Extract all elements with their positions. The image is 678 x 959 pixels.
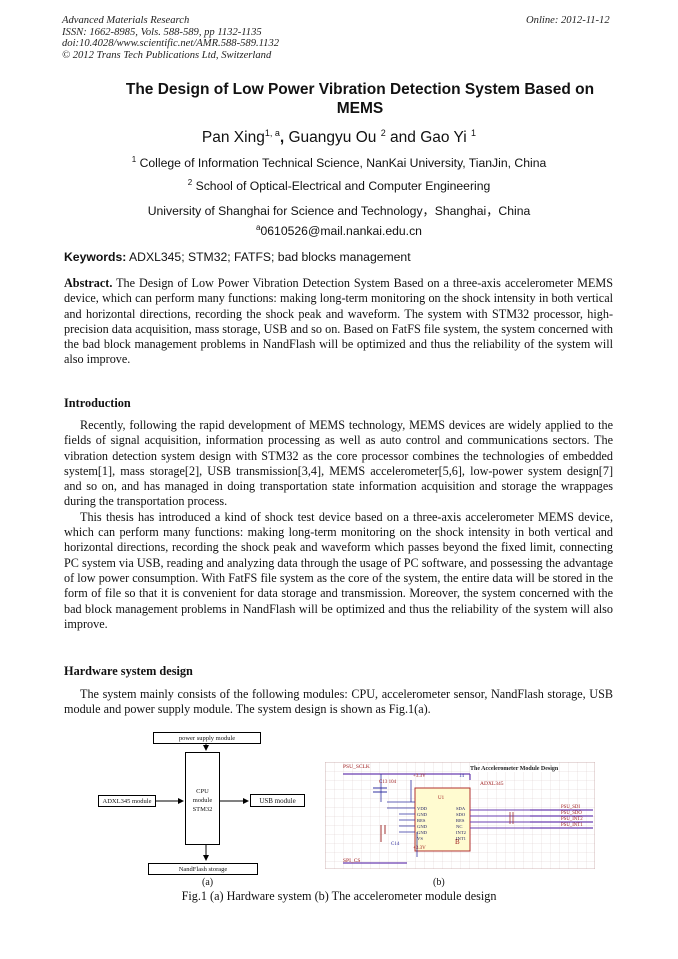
chip-pins-right: SDA SDO RES NC INT2 INT1 <box>456 806 466 841</box>
title-line-2: MEMS <box>336 100 384 117</box>
author-2: Guangyu Ou <box>288 129 377 147</box>
bus-label-bottom: SPI_CS <box>343 858 361 864</box>
cap-c14-label: C14 <box>391 842 400 847</box>
vcc-label-1: +3.3V <box>413 774 426 779</box>
hardware-paragraph-1: The system mainly consists of the follow… <box>64 687 613 717</box>
figure-b-label: (b) <box>433 877 445 888</box>
keywords-text: ADXL345; STM32; FATFS; bad blocks manage… <box>126 250 411 264</box>
intro-paragraph-1: Recently, following the rapid developmen… <box>64 418 613 509</box>
schematic-title: The Accelerometer Module Design <box>470 766 559 772</box>
abstract-text: The Design of Low Power Vibration Detect… <box>64 276 613 367</box>
chip-mark: B <box>455 838 460 846</box>
email: 0610526@mail.nankai.edu.cn <box>260 224 422 239</box>
cpu-box: CPU module STM32 <box>185 752 220 845</box>
hardware-body: The system mainly consists of the follow… <box>64 687 613 718</box>
affiliation-3: University of Shanghai for Science and T… <box>147 204 531 218</box>
figure-caption: Fig.1 (a) Hardware system (b) The accele… <box>181 889 497 903</box>
schematic-drawing <box>325 762 595 869</box>
bus-label-top: PSU_SCLK <box>343 764 370 770</box>
net-labels: PSU_SDI PSU_SDO PSU_INT2 PSU_INT1 <box>561 805 583 828</box>
introduction-body: Recently, following the rapid developmen… <box>64 418 613 632</box>
usb-box: USB module <box>250 794 305 807</box>
keywords-label: Keywords: <box>64 250 127 264</box>
affiliation-2: 2 School of Optical-Electrical and Compu… <box>187 178 491 194</box>
author-2-affil: 2 <box>380 128 386 138</box>
adxl345-box: ADXL345 module <box>98 795 156 807</box>
author-1: Pan Xing <box>201 129 265 147</box>
nandflash-box: NandFlash storage <box>148 863 258 875</box>
figure-a-block-diagram: power supply module CPU module STM32 ADX… <box>90 728 320 888</box>
online-date: Online: 2012-11-12 <box>526 15 610 26</box>
author-3: and Gao Yi <box>390 129 467 147</box>
section-heading-introduction: Introduction <box>64 396 131 410</box>
abstract-label: Abstract. <box>64 276 113 290</box>
affiliation-1: 1 College of Information Technical Scien… <box>131 155 547 171</box>
chip-pins-left: VDD GND RES GND GND VS <box>417 806 427 841</box>
figure-a-label: (a) <box>202 877 214 888</box>
section-heading-hardware: Hardware system design <box>64 664 193 678</box>
doi-line: doi:10.4028/www.scientific.net/AMR.588-5… <box>62 38 280 50</box>
intro-paragraph-2: This thesis has introduced a kind of sho… <box>64 509 613 631</box>
chip-ref: U1 <box>438 796 445 801</box>
author-line: Pan Xing1, a, Guangyu Ou 2 and Gao Yi 1 <box>201 128 477 147</box>
author-1-affil: 1, a <box>264 128 280 138</box>
running-header: Advanced Materials Research ISSN: 1662-8… <box>62 15 279 61</box>
author-3-affil: 1 <box>471 128 477 138</box>
pin-number: 14 <box>459 774 464 779</box>
chip-name: ADXL345 <box>480 781 504 787</box>
vcc-label-2: +3.3V <box>413 846 426 851</box>
email-line: a0610526@mail.nankai.edu.cn <box>256 223 422 239</box>
paper-title: The Design of Low Power Vibration Detect… <box>90 80 630 118</box>
cap-c13-label: C13 104 <box>379 780 397 785</box>
journal-name: Advanced Materials Research <box>62 15 190 26</box>
abstract: Abstract. The Design of Low Power Vibrat… <box>64 276 613 368</box>
diagram-connectors <box>156 744 249 861</box>
copyright-line: © 2012 Trans Tech Publications Ltd, Swit… <box>62 49 272 61</box>
keywords: Keywords: ADXL345; STM32; FATFS; bad blo… <box>64 250 411 264</box>
figure-b-schematic: PSU_SCLK SPI_CS The Accelerometer Module… <box>325 762 595 869</box>
title-line-1: The Design of Low Power Vibration Detect… <box>125 81 595 98</box>
power-supply-box: power supply module <box>153 732 261 744</box>
issn-line: ISSN: 1662-8985, Vols. 588-589, pp 1132-… <box>62 26 262 38</box>
